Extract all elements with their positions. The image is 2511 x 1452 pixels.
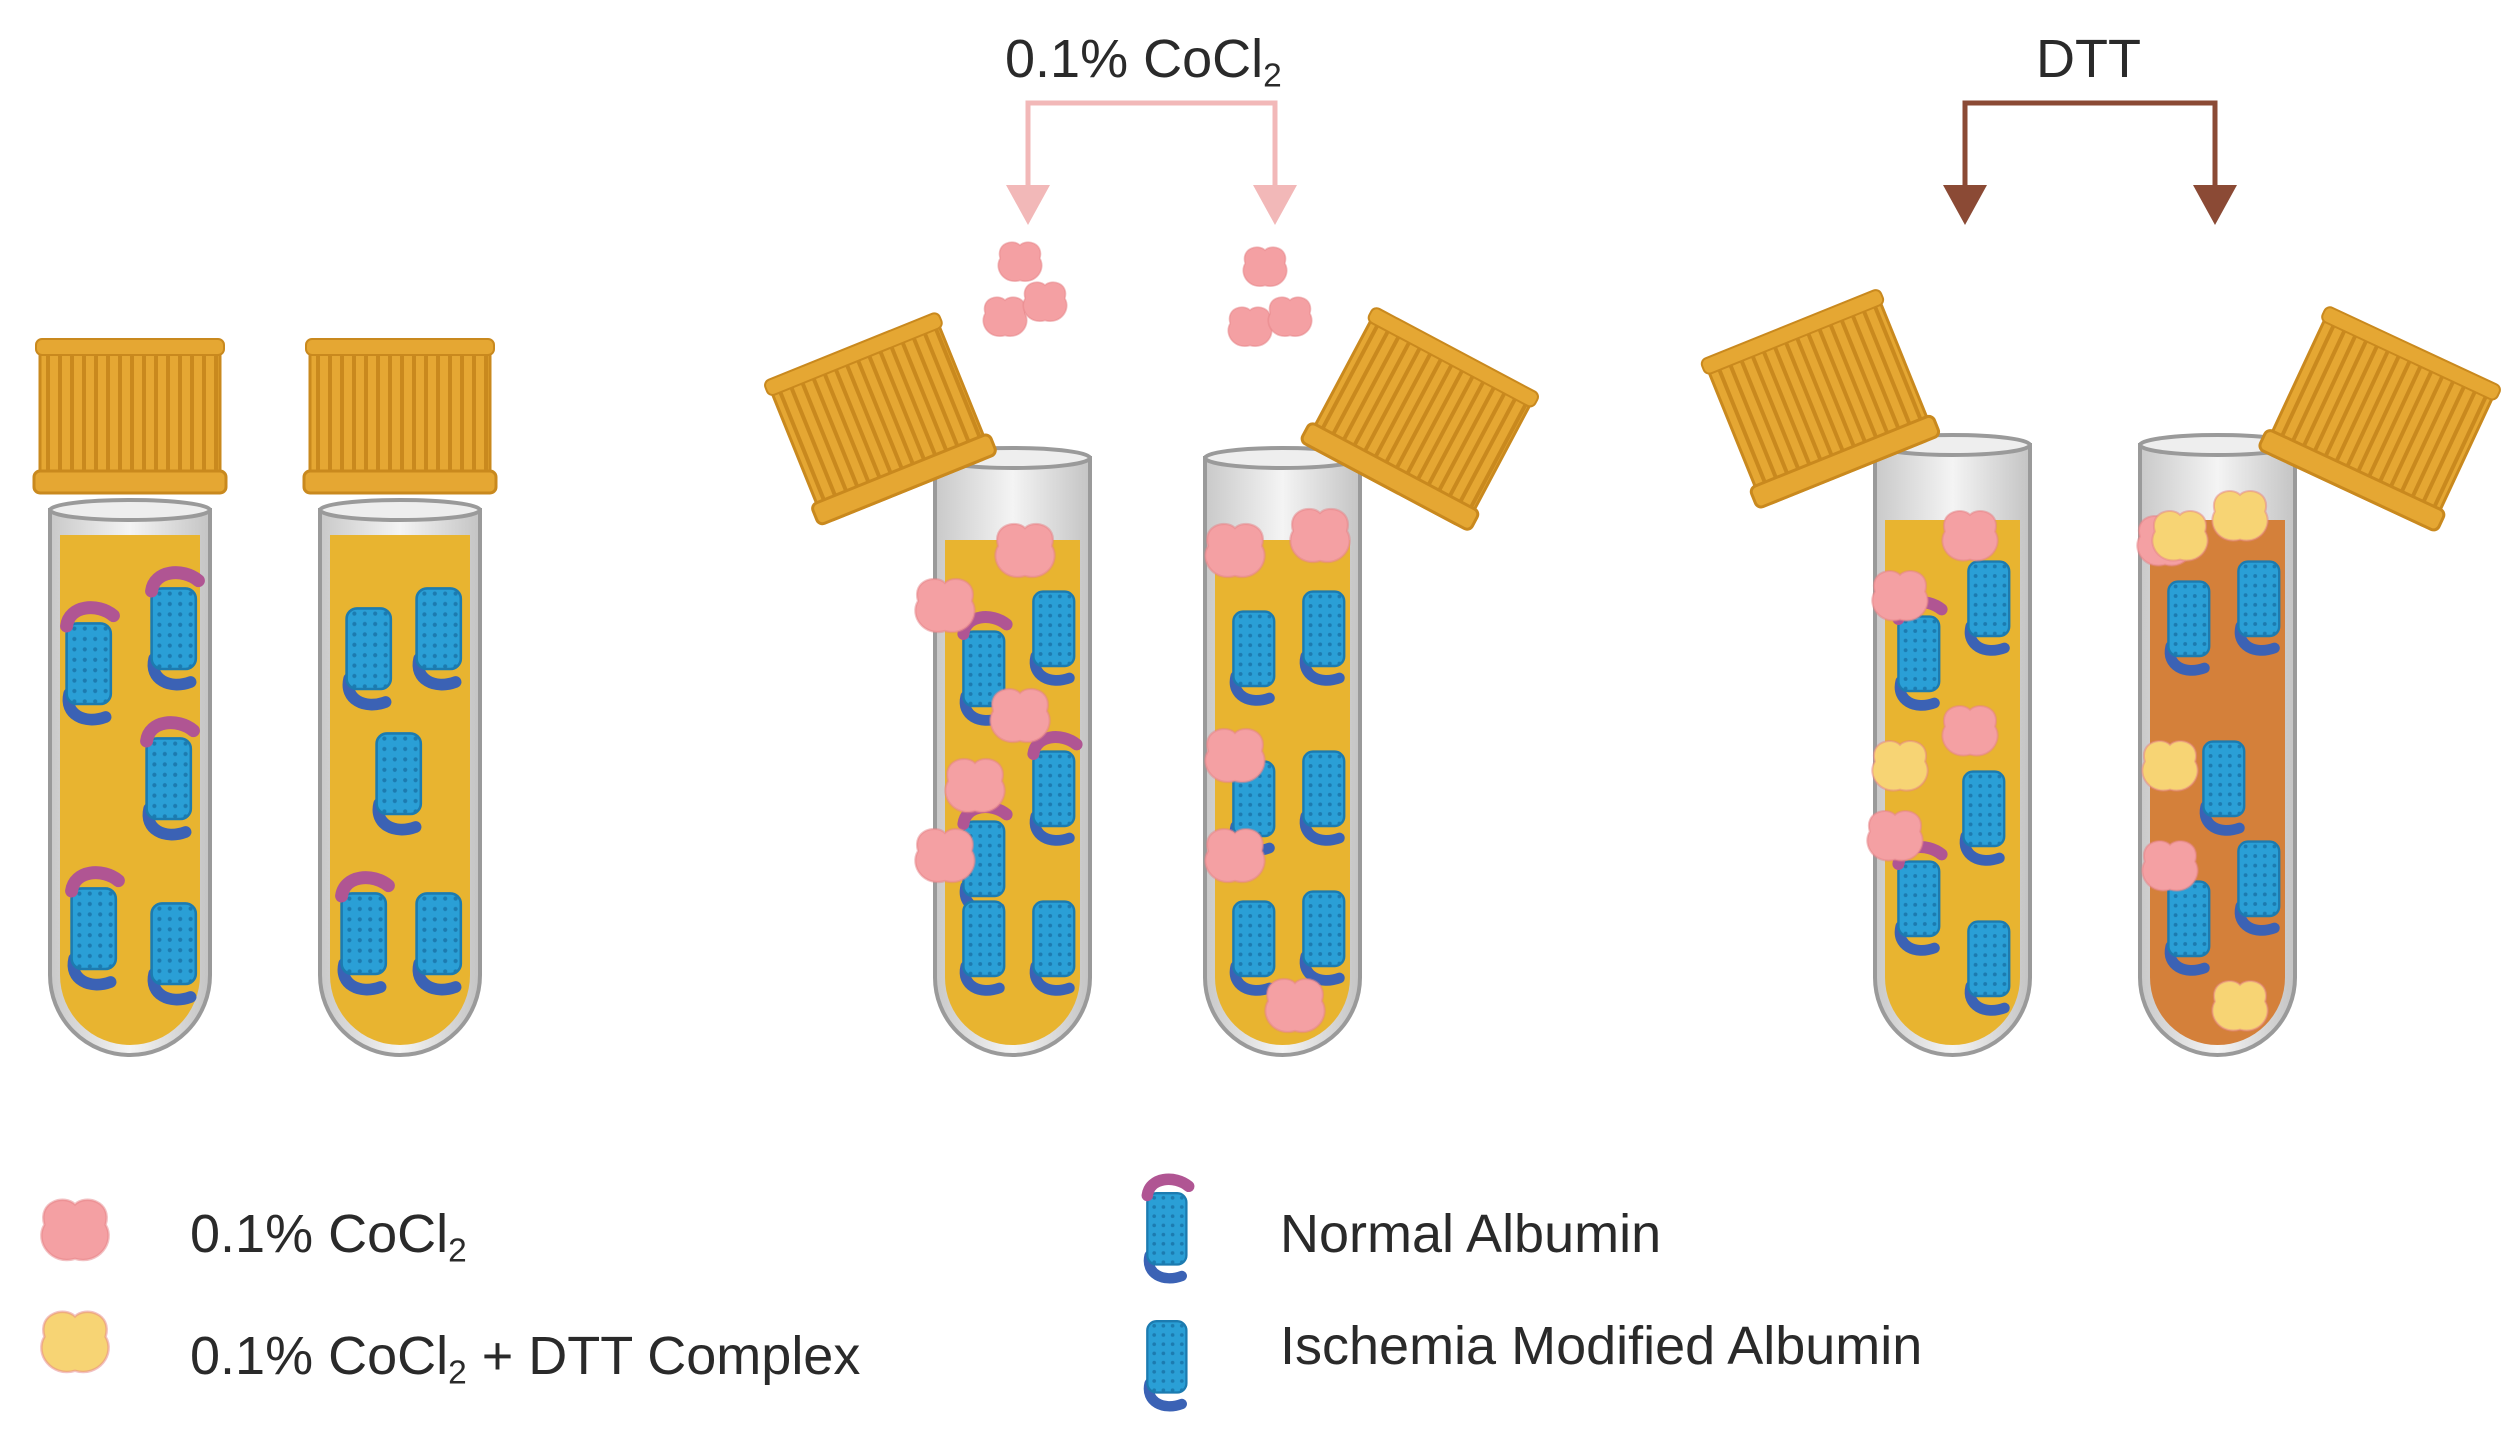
cobalt-particle (989, 687, 1051, 744)
albumin-ima (2199, 740, 2246, 836)
dtt-arrow (1943, 100, 2237, 225)
albumin-ima (2234, 840, 2281, 936)
cobalt-particle (994, 522, 1056, 579)
complex-particle (1871, 740, 1929, 792)
albumin-ima (2234, 560, 2281, 656)
legend-complex-label: 0.1% CoCl2 + DTT Complex (190, 1326, 861, 1392)
cocl2-arrow-line (1025, 100, 1278, 195)
cobalt-particle (1941, 705, 1999, 757)
albumin-normal (60, 601, 120, 726)
complex-particle (2211, 980, 2269, 1032)
cobalt-particle (1204, 827, 1266, 884)
albumin-ima (342, 607, 393, 711)
cocl2-arrow (1006, 100, 1297, 225)
cocl2-arrow-head (1006, 185, 1050, 225)
cocl2-arrow-label: 0.1% CoCl2 (1005, 28, 1282, 95)
albumin-ima (1299, 590, 1346, 686)
cobalt-particle (1941, 510, 1999, 562)
cocl2-arrow-head (1253, 185, 1297, 225)
albumin-ima (412, 587, 463, 691)
tube-2-cap (302, 338, 498, 495)
albumin-normal (335, 871, 395, 996)
albumin-normal (140, 716, 200, 841)
legend-cocl2-label: 0.1% CoCl2 (190, 1204, 467, 1270)
cobalt-particle (1871, 570, 1929, 622)
complex-particle (2151, 510, 2209, 562)
albumin-ima (1964, 560, 2011, 656)
legend-ima-icon (1143, 1320, 1188, 1412)
cobalt-particle (1204, 522, 1266, 579)
cobalt-particle (997, 241, 1043, 282)
tube-2-rim (318, 498, 482, 522)
cobalt-particle (944, 757, 1006, 814)
complex-particle (2141, 740, 2199, 792)
dtt-arrow-line (1962, 100, 2218, 195)
albumin-ima (1959, 770, 2006, 866)
albumin-ima (1299, 750, 1346, 846)
albumin-normal (65, 866, 125, 991)
legend-normal-albumin-label: Normal Albumin (1280, 1204, 1662, 1264)
legend-complex-icon (40, 1310, 110, 1374)
dtt-arrow-label: DTT (2036, 29, 2141, 89)
tube-group-dtt (1700, 289, 2501, 1057)
albumin-ima (2164, 580, 2211, 676)
tube-3-cap (764, 312, 997, 526)
albumin-ima (2164, 880, 2211, 976)
cobalt-particle (982, 296, 1028, 337)
albumin-normal (1027, 731, 1083, 846)
albumin-ima (147, 902, 198, 1006)
tubes-layer (32, 241, 2501, 1057)
albumin-normal (145, 566, 205, 691)
albumin-normal (1892, 841, 1948, 956)
cobalt-particle (1022, 281, 1068, 322)
albumin-ima (1029, 900, 1076, 996)
albumin-ima (412, 892, 463, 996)
tube-4-cap (1300, 307, 1539, 531)
albumin-ima (1299, 890, 1346, 986)
albumin-ima (1964, 920, 2011, 1016)
legend-cocl2-icon (40, 1198, 110, 1262)
tube-group-cocl2 (764, 241, 1539, 1057)
cobalt-particle (1242, 246, 1288, 287)
complex-particle (2211, 490, 2269, 542)
cobalt-particle (1866, 810, 1924, 862)
legend-layer (40, 1173, 1195, 1412)
cocl2-arrow-label-main: 0.1% CoCl (1005, 29, 1264, 89)
dtt-arrow-head (2193, 185, 2237, 225)
cobalt-particle (914, 827, 976, 884)
cobalt-particle (914, 577, 976, 634)
tube-group-baseline (32, 338, 498, 1057)
legend-ima-label: Ischemia Modified Albumin (1280, 1316, 1923, 1376)
cobalt-particle (1204, 727, 1266, 784)
cobalt-particle (1267, 296, 1313, 337)
cobalt-particle (1227, 306, 1273, 347)
arrows-layer (1006, 100, 2237, 225)
albumin-ima (1029, 590, 1076, 686)
legend-normal-albumin-icon (1141, 1173, 1195, 1284)
tube-6-cap (2258, 306, 2501, 532)
albumin-ima (1229, 900, 1276, 996)
cobalt-particle (1264, 977, 1326, 1034)
tube-5-cap (1700, 289, 1941, 509)
dtt-arrow-head (1943, 185, 1987, 225)
tube-1-rim (48, 498, 212, 522)
albumin-ima (959, 900, 1006, 996)
cocl2-arrow-label-subscript: 2 (1263, 57, 1282, 95)
cobalt-particle (2141, 840, 2199, 892)
albumin-ima (1229, 610, 1276, 706)
albumin-ima (372, 732, 423, 836)
cobalt-particle (1289, 507, 1351, 564)
tube-1-cap (32, 338, 228, 495)
